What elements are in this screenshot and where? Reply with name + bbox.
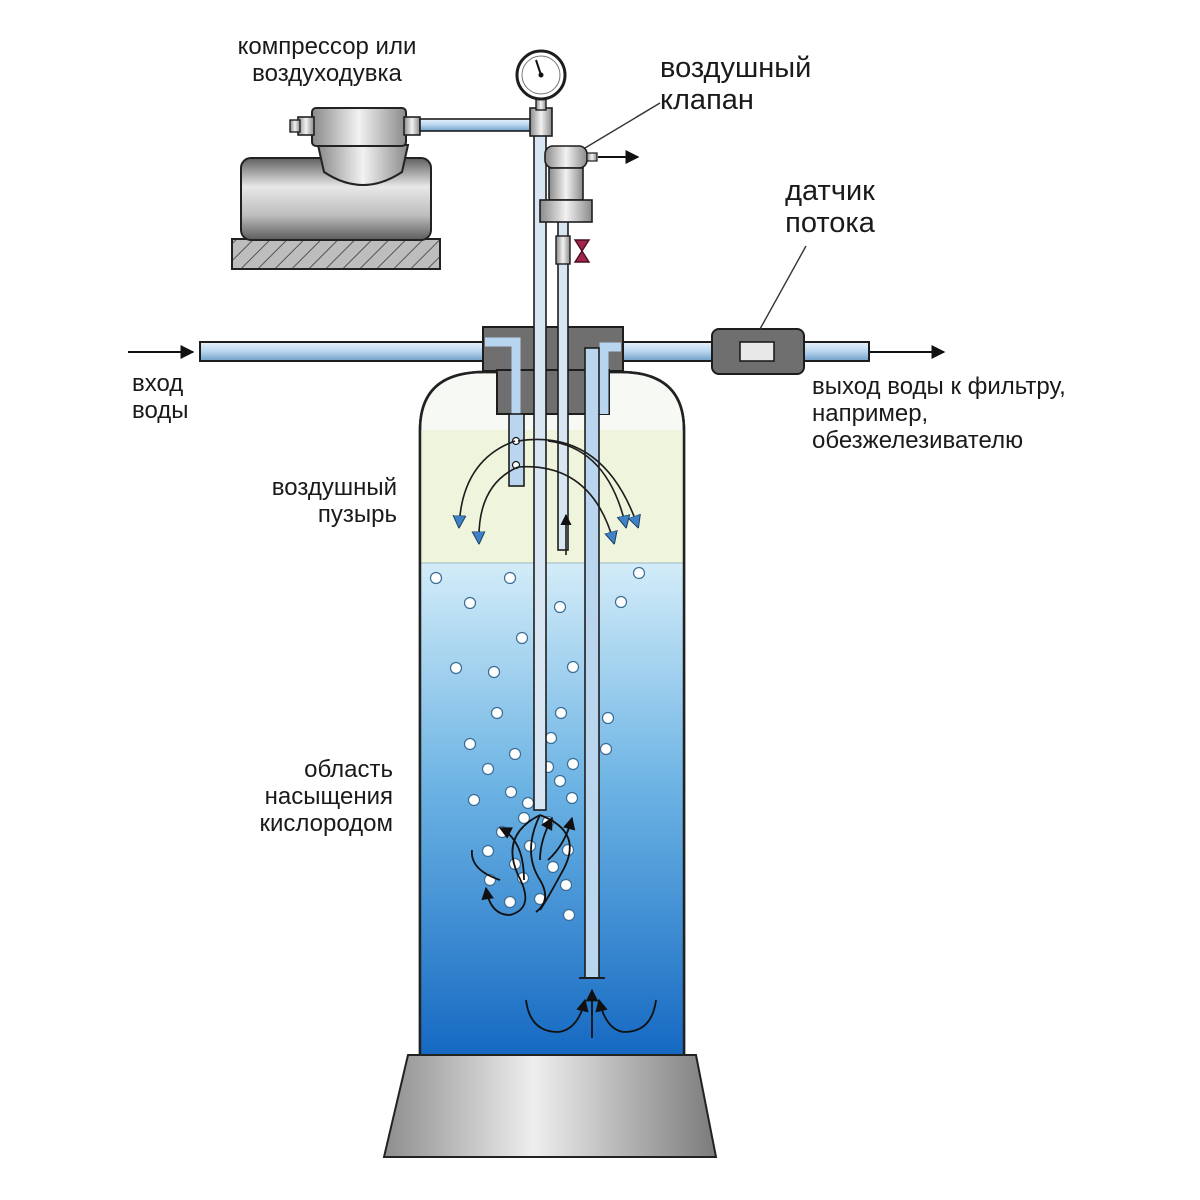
outlet-pipe-b xyxy=(802,341,870,362)
oxygen-zone-label-line2: насыщения xyxy=(264,782,393,810)
aeration-swirl-arrows xyxy=(471,814,576,916)
oxygen-zone-label: область насыщения кислородом xyxy=(228,756,393,838)
head-fitting xyxy=(482,326,624,415)
air-line xyxy=(419,118,533,132)
water-out-label: выход воды к фильтру, например, обезжеле… xyxy=(812,373,1066,455)
air-valve-icon xyxy=(539,145,640,223)
manometer-icon xyxy=(515,49,567,111)
air-valve-label: воздушный клапан xyxy=(660,52,811,117)
air-valve-label-line2: клапан xyxy=(660,84,754,117)
air-distribution-arrows xyxy=(459,438,638,555)
ball-valve-icon xyxy=(555,235,591,265)
water-zone xyxy=(421,563,683,1055)
water-in-label: вход воды xyxy=(132,370,189,425)
air-bubble-zone xyxy=(421,430,683,565)
compressor-label: компрессор или воздуходувка xyxy=(221,33,433,88)
inlet-pipe xyxy=(199,341,497,362)
leader-lines xyxy=(584,102,807,330)
flow-sensor-label: датчик потока xyxy=(762,175,898,240)
water-out-label-line1: выход воды к фильтру, xyxy=(812,373,1066,400)
tank-base xyxy=(382,1054,718,1158)
water-in-label-line2: воды xyxy=(132,396,189,424)
air-bubble-label: воздушный пузырь xyxy=(240,474,397,529)
water-in-label-line1: вход xyxy=(132,370,184,397)
flow-sensor-label-line1: датчик xyxy=(785,175,875,207)
water-out-label-line2: например, xyxy=(812,399,929,427)
flow-sensor-icon xyxy=(711,328,805,375)
air-valve-label-line1: воздушный xyxy=(660,52,812,84)
water-out-label-line3: обезжелезивателю xyxy=(812,426,1024,454)
compressor-icon xyxy=(231,107,441,270)
tee-fitting xyxy=(529,107,553,137)
compressor-label-line2: воздуходувка xyxy=(252,59,402,87)
flow-sensor-label-line2: потока xyxy=(785,207,875,240)
intake-arrows xyxy=(525,988,657,1038)
inner-pipes xyxy=(508,129,605,979)
air-bubble-label-line1: воздушный xyxy=(271,474,397,501)
outlet-pipe-a xyxy=(609,341,715,362)
tank xyxy=(418,370,686,1057)
oxygen-zone-label-line3: кислородом xyxy=(259,809,393,837)
compressor-label-line1: компрессор или xyxy=(237,33,417,60)
oxygen-zone-label-line1: область xyxy=(304,756,393,783)
air-bubble-label-line2: пузырь xyxy=(317,500,397,528)
